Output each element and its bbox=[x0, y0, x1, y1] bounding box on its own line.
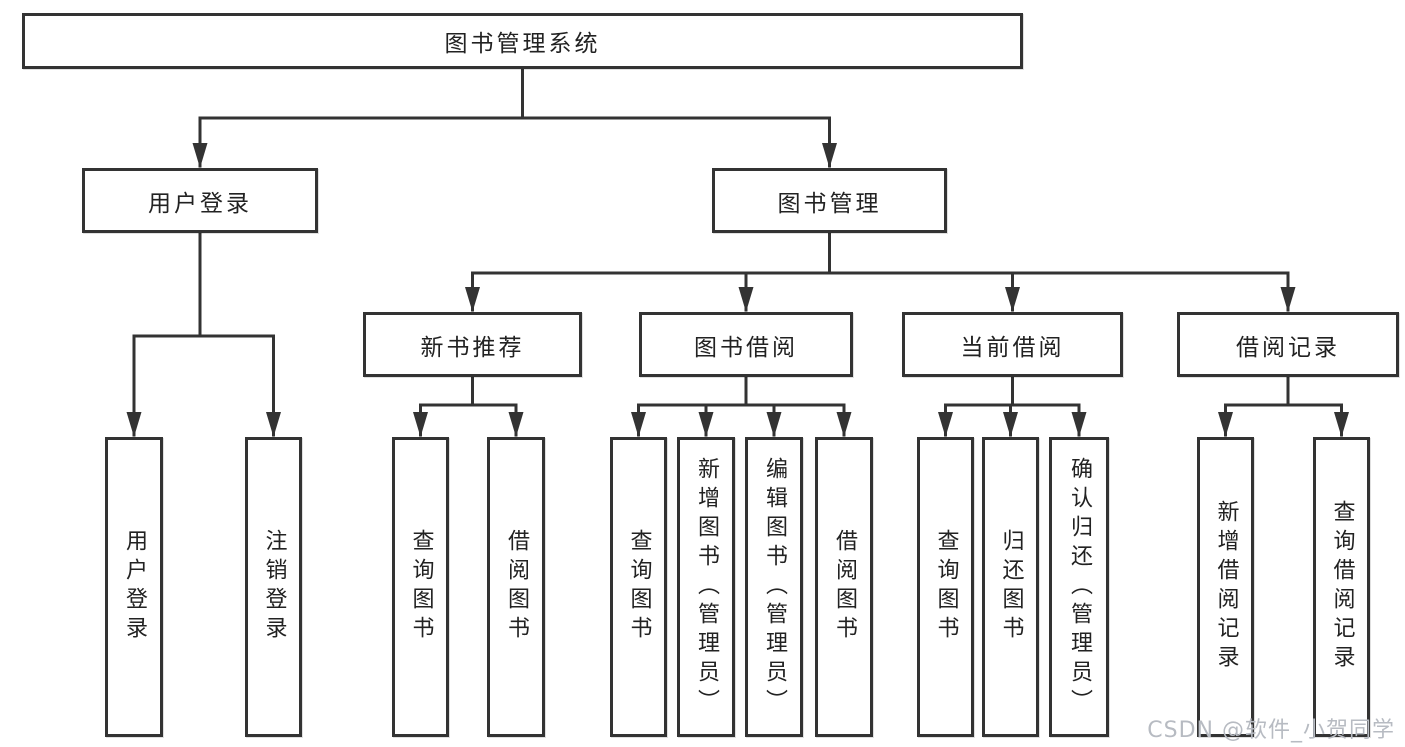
node-bb-add: 新增图书（管理员） bbox=[677, 437, 735, 737]
node-label: 用户登录 bbox=[122, 529, 147, 645]
node-label: 当前借阅 bbox=[960, 334, 1065, 361]
node-user-login-op: 用户登录 bbox=[105, 437, 163, 737]
node-label: 借阅图书 bbox=[832, 529, 857, 645]
node-br-query: 查询借阅记录 bbox=[1313, 437, 1370, 737]
node-label: 借阅记录 bbox=[1236, 334, 1340, 361]
node-label: 查询图书 bbox=[408, 529, 434, 645]
node-label: 编辑图书（管理员） bbox=[762, 456, 787, 718]
node-nb-query: 查询图书 bbox=[392, 437, 449, 737]
node-bb-borrow: 借阅图书 bbox=[815, 437, 873, 737]
node-cb-confirm: 确认归还（管理员） bbox=[1049, 437, 1109, 737]
node-label: 图书借阅 bbox=[694, 334, 798, 361]
node-label: 新增借阅记录 bbox=[1213, 500, 1239, 674]
node-nb-borrow: 借阅图书 bbox=[487, 437, 545, 737]
node-label: 查询图书 bbox=[626, 529, 652, 645]
node-label: 注销登录 bbox=[261, 529, 287, 645]
node-bb-edit: 编辑图书（管理员） bbox=[745, 437, 803, 737]
node-label: 图书管理系统 bbox=[444, 31, 601, 57]
node-new-book: 新书推荐 bbox=[363, 312, 582, 377]
node-current-borrow: 当前借阅 bbox=[902, 312, 1123, 377]
node-cb-query: 查询图书 bbox=[917, 437, 974, 737]
node-book-mgmt: 图书管理 bbox=[712, 168, 947, 233]
node-label: 新增图书（管理员） bbox=[694, 456, 719, 718]
node-borrow-records: 借阅记录 bbox=[1177, 312, 1399, 377]
node-root: 图书管理系统 bbox=[22, 13, 1023, 69]
node-label: 图书管理 bbox=[777, 190, 882, 217]
node-label: 归还图书 bbox=[998, 529, 1024, 645]
node-label: 用户登录 bbox=[148, 190, 252, 217]
node-label: 查询图书 bbox=[933, 529, 959, 645]
node-label: 确认归还（管理员） bbox=[1067, 456, 1092, 718]
node-bb-query: 查询图书 bbox=[610, 437, 667, 737]
node-label: 新书推荐 bbox=[420, 334, 525, 361]
node-book-borrow: 图书借阅 bbox=[639, 312, 853, 377]
node-br-add: 新增借阅记录 bbox=[1197, 437, 1254, 737]
node-cb-return: 归还图书 bbox=[982, 437, 1039, 737]
node-user-login: 用户登录 bbox=[82, 168, 318, 233]
watermark-text: CSDN @软件_小贺同学 bbox=[1147, 718, 1395, 743]
node-logout-op: 注销登录 bbox=[245, 437, 302, 737]
node-label: 查询借阅记录 bbox=[1329, 500, 1355, 674]
node-label: 借阅图书 bbox=[504, 529, 529, 645]
